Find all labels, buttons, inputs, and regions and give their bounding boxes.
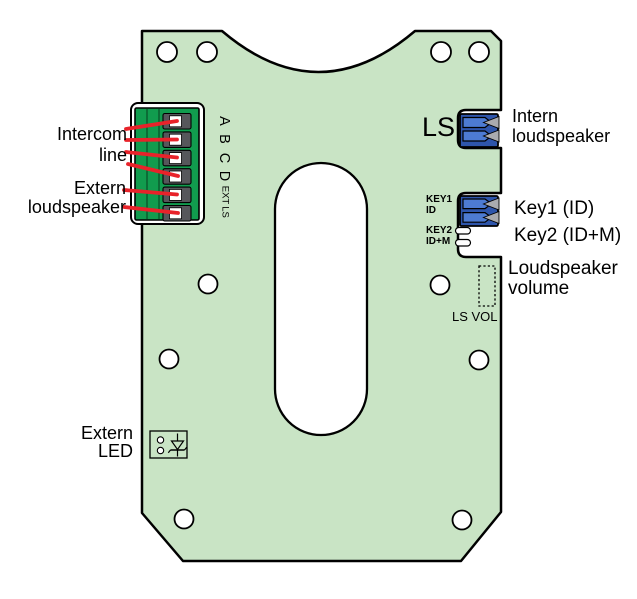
intercom-line-label-line2: line bbox=[98, 145, 127, 165]
mounting-hole bbox=[468, 349, 490, 371]
extern-led-label-line1: Extern bbox=[80, 423, 133, 443]
leader-line bbox=[122, 188, 179, 197]
ls-vol-trimmer-outline bbox=[478, 265, 496, 307]
intern-loudspeaker-label: Intern loudspeaker bbox=[512, 106, 610, 146]
key2-header-tabs bbox=[454, 226, 472, 247]
intercom-line-label-line1: Intercom bbox=[56, 124, 127, 144]
ls-board-marking: LS bbox=[422, 112, 456, 142]
loudspeaker-volume-label: Loudspeaker volume bbox=[508, 259, 618, 299]
terminal-pin-label-b: B bbox=[216, 134, 232, 144]
intern-loudspeaker-label-line1: Intern bbox=[512, 106, 559, 126]
key2-tab bbox=[454, 238, 472, 247]
leader-line bbox=[124, 137, 179, 142]
led-box bbox=[149, 430, 188, 459]
extern-loudspeaker-label-line1: Extern bbox=[73, 178, 126, 198]
intercom-line-label: Intercom line bbox=[57, 124, 127, 166]
terminal-pin-label-d: D bbox=[216, 170, 232, 182]
key2-board-marking-line1: KEY2 bbox=[426, 225, 453, 236]
terminal-pin-label-ls: LS bbox=[219, 206, 231, 218]
key2-board-marking: KEY2 ID+M bbox=[426, 225, 452, 247]
extern-led-label-line2: LED bbox=[97, 441, 133, 461]
mounting-hole bbox=[429, 274, 451, 296]
plug-arrow-icon bbox=[482, 115, 500, 130]
key1-connector bbox=[459, 195, 500, 227]
mounting-hole bbox=[468, 41, 490, 63]
plug-arrow-icon bbox=[482, 210, 500, 225]
mounting-hole bbox=[196, 41, 218, 63]
center-cutout bbox=[273, 161, 369, 437]
extern-loudspeaker-label: Extern loudspeaker bbox=[28, 179, 126, 217]
leader-line bbox=[124, 119, 179, 131]
key2-board-marking-line2: ID+M bbox=[426, 236, 451, 247]
leader-lines bbox=[122, 119, 180, 215]
mounting-hole bbox=[197, 273, 219, 295]
led-pad bbox=[156, 436, 165, 444]
mounting-hole bbox=[156, 41, 178, 63]
key1-board-marking-line2: ID bbox=[426, 205, 436, 216]
led-pad bbox=[156, 446, 165, 455]
loudspeaker-volume-label-line1: Loudspeaker bbox=[508, 258, 618, 279]
key1-label: Key1 (ID) bbox=[514, 198, 595, 219]
mounting-hole bbox=[173, 508, 195, 530]
loudspeaker-volume-label-line2: volume bbox=[508, 278, 570, 299]
leader-line bbox=[126, 162, 180, 178]
leader-line bbox=[124, 150, 179, 160]
terminal-pin-label-a: A bbox=[216, 116, 232, 126]
key1-board-marking: KEY1 ID bbox=[426, 194, 452, 216]
mounting-hole bbox=[430, 41, 452, 63]
mounting-hole bbox=[158, 348, 180, 370]
key2-label: Key2 (ID+M) bbox=[514, 225, 622, 246]
terminal-pin-label-ext: EXT bbox=[219, 185, 231, 205]
extern-led-footprint bbox=[149, 430, 188, 459]
mounting-holes bbox=[156, 41, 490, 531]
ls-connector-plug bbox=[462, 130, 493, 142]
mounting-hole bbox=[451, 509, 473, 531]
key2-tab bbox=[454, 226, 472, 235]
diode-symbol-icon bbox=[167, 433, 188, 457]
ls-connector-plug bbox=[462, 116, 493, 129]
plug-arrow-icon bbox=[482, 129, 500, 143]
intern-loudspeaker-label-line2: loudspeaker bbox=[512, 126, 611, 146]
extern-loudspeaker-label-line2: loudspeaker bbox=[27, 197, 126, 217]
ls-vol-board-marking: LS VOL bbox=[452, 309, 498, 324]
key1-board-marking-line1: KEY1 bbox=[426, 194, 453, 205]
ls-connector bbox=[459, 113, 500, 148]
extern-led-label: Extern LED bbox=[81, 424, 133, 460]
plug-arrow-icon bbox=[482, 197, 500, 211]
leader-line bbox=[122, 205, 180, 215]
terminal-pin-label-c: C bbox=[216, 152, 232, 164]
